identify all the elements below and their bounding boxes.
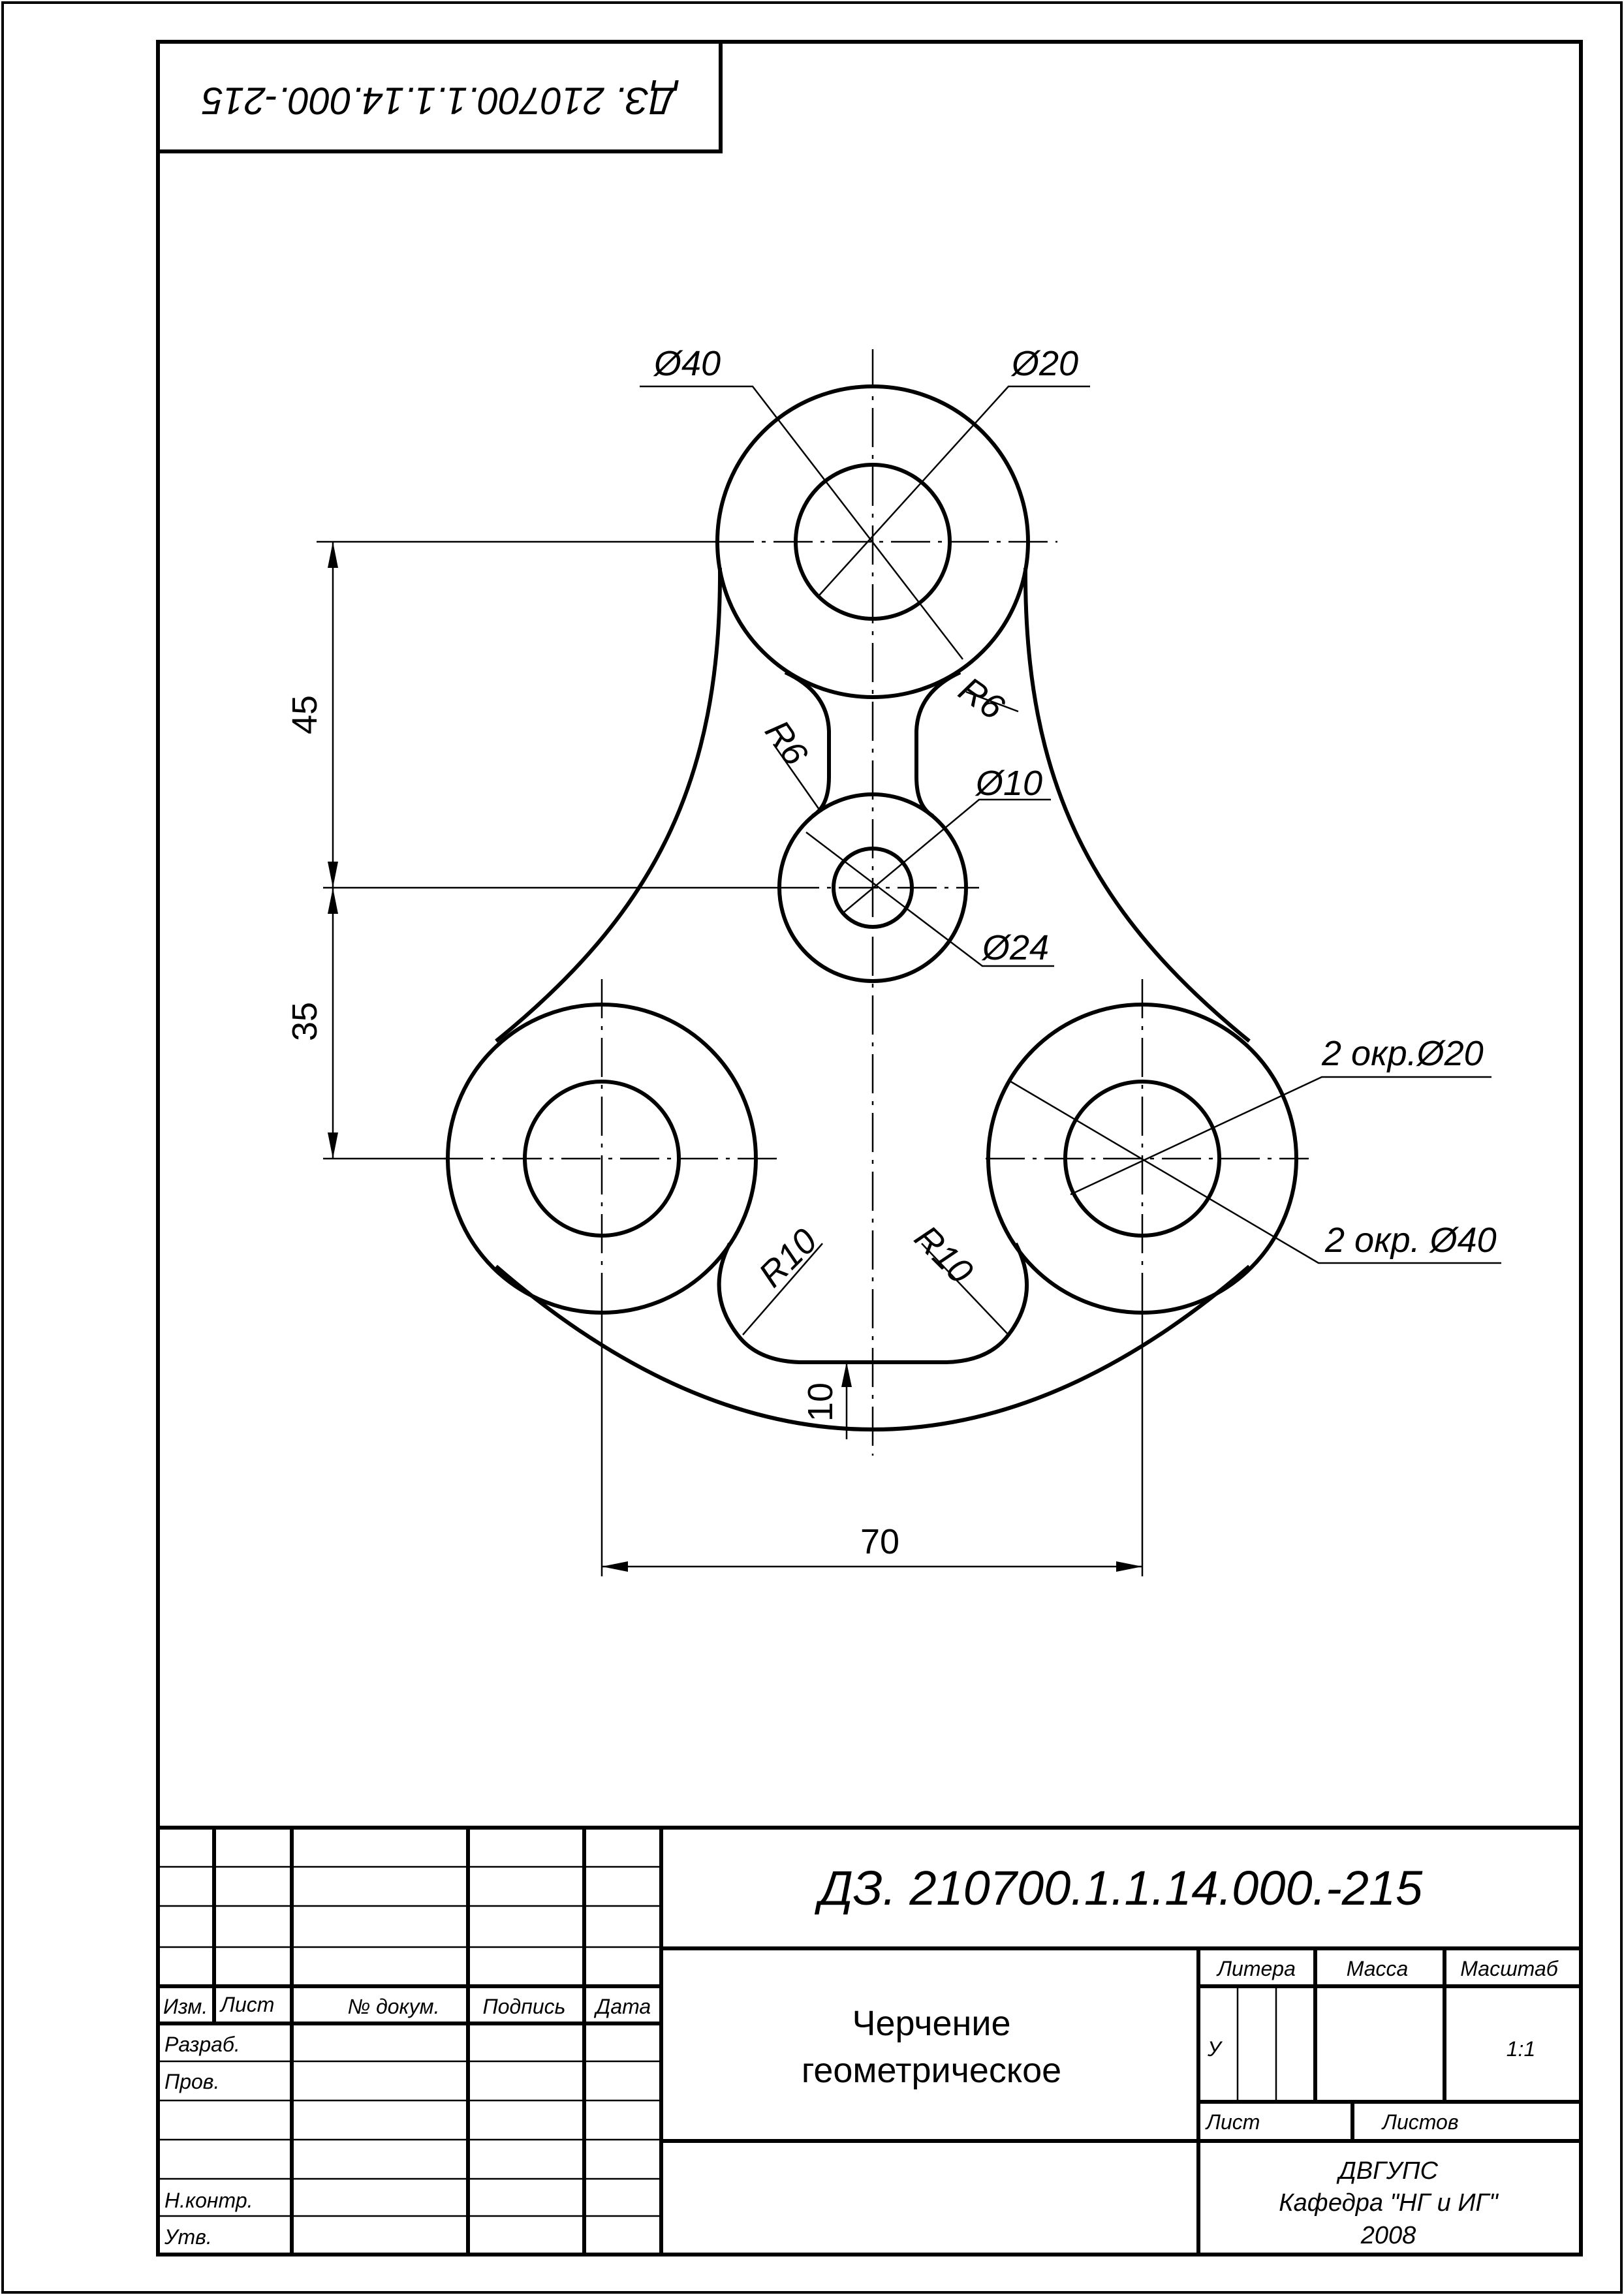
dim-v45: 45 xyxy=(285,695,324,734)
dim-r6-left: R6 xyxy=(757,713,815,773)
org-line2: Кафедра "НГ и ИГ" xyxy=(1279,2189,1499,2217)
dim-two-d20: 2 окр.Ø20 xyxy=(1321,1034,1484,1073)
scale-value: 1:1 xyxy=(1507,2037,1535,2061)
dimension-lines xyxy=(317,385,1501,1576)
bottom-cutout xyxy=(717,1242,1029,1364)
dim-d10: Ø10 xyxy=(975,764,1042,803)
header-doc: № докум. xyxy=(348,1995,440,2018)
header-date: Дата xyxy=(594,1995,651,2018)
rotated-stamp: ДЗ. 210700.1.1.14.000.-215 xyxy=(158,42,723,153)
drawing-frame xyxy=(156,40,1583,2256)
rotated-stamp-code: ДЗ. 210700.1.1.14.000.-215 xyxy=(202,80,679,122)
litera-value: У xyxy=(1207,2037,1223,2061)
title-doc-code: ДЗ. 210700.1.1.14.000.-215 xyxy=(815,1861,1423,1915)
org-line3: 2008 xyxy=(1360,2222,1416,2249)
hole-top-d20 xyxy=(794,463,952,621)
dim-d20-top: Ø20 xyxy=(1010,344,1078,383)
neck-slots xyxy=(784,670,961,818)
hole-left-d20 xyxy=(523,1080,681,1238)
dim-d40-top: Ø40 xyxy=(653,344,721,383)
header-izm: Изм. xyxy=(163,1995,208,2018)
dim-d24: Ø24 xyxy=(981,928,1049,967)
header-list: Лист xyxy=(219,1993,274,2016)
masshtab-label: Масштаб xyxy=(1460,1957,1558,1980)
part-drawing: Ø40 Ø20 R6 R6 Ø10 Ø24 2 окр.Ø20 2 окр. Ø… xyxy=(285,344,1501,1576)
name-line1: Черчение xyxy=(852,2004,1010,2043)
dim-v10: 10 xyxy=(801,1382,840,1422)
dim-r6-right: R6 xyxy=(952,670,1012,728)
title-block: ДЗ. 210700.1.1.14.000.-215 Изм. Лист № д… xyxy=(156,1826,1583,2256)
row-nkontr: Н.контр. xyxy=(164,2189,253,2212)
hole-middle-d10 xyxy=(832,847,914,929)
org-line1: ДВГУПС xyxy=(1336,2157,1439,2185)
name-line2: геометрическое xyxy=(802,2051,1061,2090)
dim-r10-right: R10 xyxy=(907,1218,980,1291)
row-prov: Пров. xyxy=(164,2070,219,2093)
dimension-texts: Ø40 Ø20 R6 R6 Ø10 Ø24 2 окр.Ø20 2 окр. Ø… xyxy=(285,344,1497,1561)
row-razrab: Разраб. xyxy=(164,2033,240,2056)
litera-label: Литера xyxy=(1216,1957,1296,1980)
dim-v35: 35 xyxy=(285,1002,324,1041)
dim-two-d40: 2 окр. Ø40 xyxy=(1324,1221,1497,1260)
massa-label: Масса xyxy=(1347,1957,1409,1980)
header-sign: Подпись xyxy=(483,1995,566,2018)
center-lines xyxy=(444,349,1309,1456)
hole-right-d20 xyxy=(1063,1080,1221,1238)
sheets-label: Листов xyxy=(1381,2110,1459,2134)
dim-r10-left: R10 xyxy=(751,1221,824,1294)
dim-h70: 70 xyxy=(860,1522,899,1561)
sheet-label: Лист xyxy=(1205,2110,1260,2134)
row-utv: Утв. xyxy=(164,2225,212,2249)
